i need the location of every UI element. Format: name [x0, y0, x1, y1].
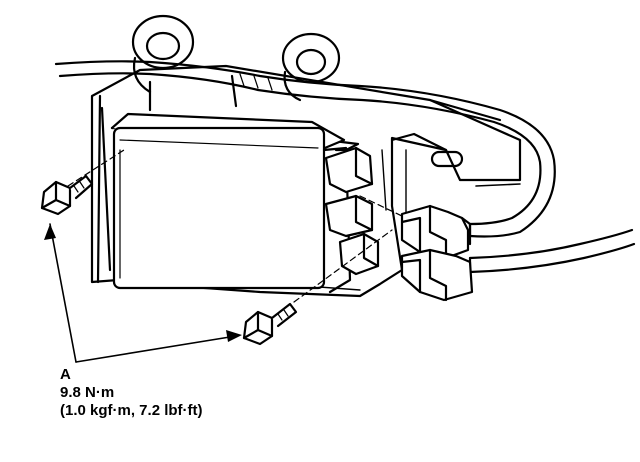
torque-metric: 9.8 N·m — [60, 384, 115, 401]
harness-connector-lower[interactable] — [400, 248, 474, 302]
torque-callout: A 9.8 N·m (1.0 kgf·m, 7.2 lbf·ft) — [60, 366, 203, 420]
unit-connector-middle[interactable] — [324, 194, 374, 238]
control-unit[interactable] — [110, 112, 360, 294]
grommet-left — [131, 14, 195, 94]
guide-lines — [67, 149, 403, 303]
upper-harness — [54, 60, 556, 238]
callout-leaders — [49, 223, 237, 363]
torque-imperial: (1.0 kgf·m, 7.2 lbf·ft) — [60, 402, 203, 419]
harness-connector-upper[interactable] — [400, 204, 472, 260]
unit-connector-top[interactable] — [324, 146, 374, 194]
arrowhead-upper — [44, 224, 56, 240]
callout-letter: A — [60, 366, 71, 383]
bolt-upper[interactable] — [40, 174, 94, 216]
arrowhead-lower — [226, 330, 242, 342]
grommet-right — [281, 32, 341, 102]
bolt-lower[interactable] — [242, 302, 298, 346]
